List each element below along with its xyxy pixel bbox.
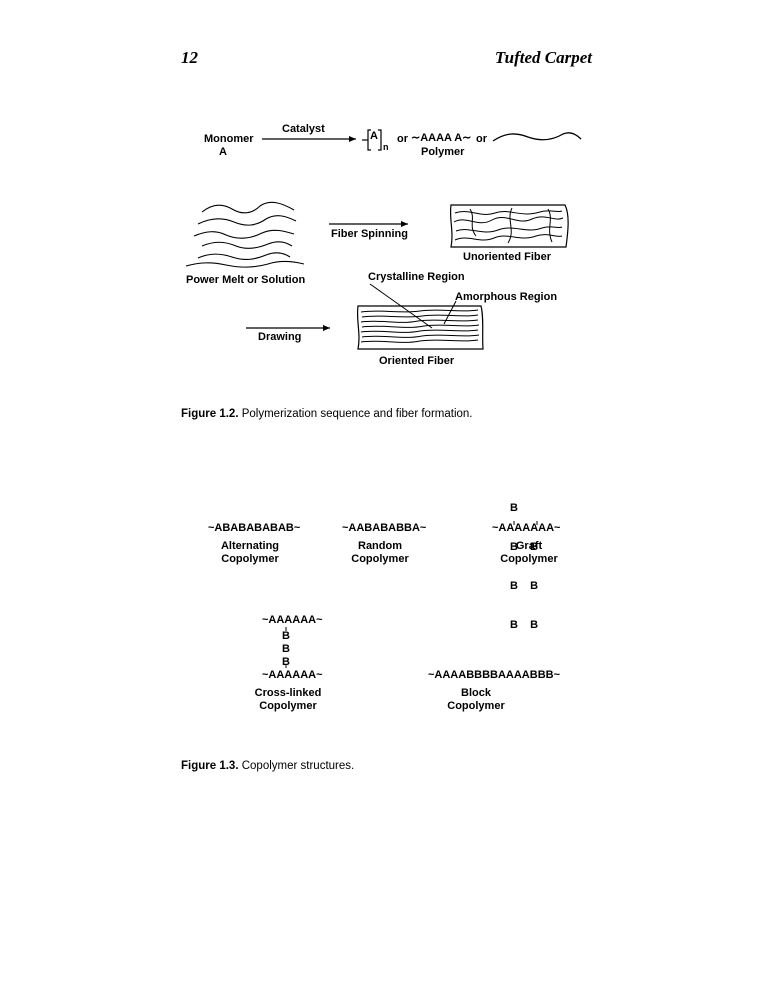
unoriented-fiber-label: Unoriented Fiber — [463, 251, 552, 263]
figure-1-3-caption-label: Figure 1.3. — [181, 760, 239, 772]
fiber-spinning-label: Fiber Spinning — [331, 228, 408, 240]
wavy-polymer-chain — [492, 132, 582, 142]
crosslink-bottom-chain: ~AAAAAA~ — [262, 669, 323, 681]
figure-1-3-caption: Figure 1.3. Copolymer structures. — [181, 760, 354, 772]
figure-1-2-caption: Figure 1.2. Polymerization sequence and … — [181, 408, 473, 420]
crosslink-top-chain: ~AAAAAA~ — [262, 614, 323, 626]
or-label-2: or — [476, 133, 487, 145]
melt-chains — [185, 201, 305, 268]
graft-copolymer-label: Graft Copolymer — [500, 540, 558, 565]
random-chain: ~AABABABBA~ — [342, 522, 427, 534]
oriented-fiber — [356, 305, 484, 350]
graft-chain: ~AAAAAAA~ — [492, 522, 561, 534]
polymer-label: Polymer — [421, 146, 465, 158]
block-copolymer-label: Block Copolymer — [447, 687, 505, 712]
repeat-unit: A — [370, 130, 378, 142]
figure-1-3-caption-text: Copolymer structures. — [238, 760, 355, 772]
alternating-copolymer-label: Alternating Copolymer — [220, 540, 280, 565]
block-chain: ~AAAABBBBAAAABBB~ — [428, 669, 561, 681]
power-melt-label: Power Melt or Solution — [186, 274, 306, 286]
drawing-label: Drawing — [258, 331, 302, 343]
amorphous-region-label: Amorphous Region — [455, 291, 558, 303]
crosslink-b-column: B B B — [282, 630, 290, 668]
oriented-fiber-label: Oriented Fiber — [379, 355, 455, 367]
running-title: Tufted Carpet — [494, 48, 592, 67]
alternating-chain: ~ABABABABAB~ — [208, 522, 301, 534]
figure-1-2-caption-label: Figure 1.2. — [181, 408, 239, 420]
monomer-symbol: A — [219, 146, 227, 158]
crosslinked-copolymer-label: Cross-linked Copolymer — [254, 687, 322, 712]
repeat-unit-bracket — [362, 129, 382, 151]
unoriented-fiber — [449, 204, 569, 248]
figure-1-2-caption-text: Polymerization sequence and fiber format… — [238, 408, 473, 420]
monomer-label: Monomer — [204, 133, 254, 145]
graft-branch: B B B B B B B — [510, 502, 539, 631]
repeat-subscript: n — [383, 142, 389, 152]
random-copolymer-label: Random Copolymer — [351, 540, 409, 565]
crystalline-region-label: Crystalline Region — [368, 271, 465, 283]
chain-label: ∼AAAA A∼ — [411, 132, 472, 144]
catalyst-label: Catalyst — [282, 123, 325, 135]
page-number: 12 — [181, 48, 198, 67]
or-label-1: or — [397, 133, 408, 145]
